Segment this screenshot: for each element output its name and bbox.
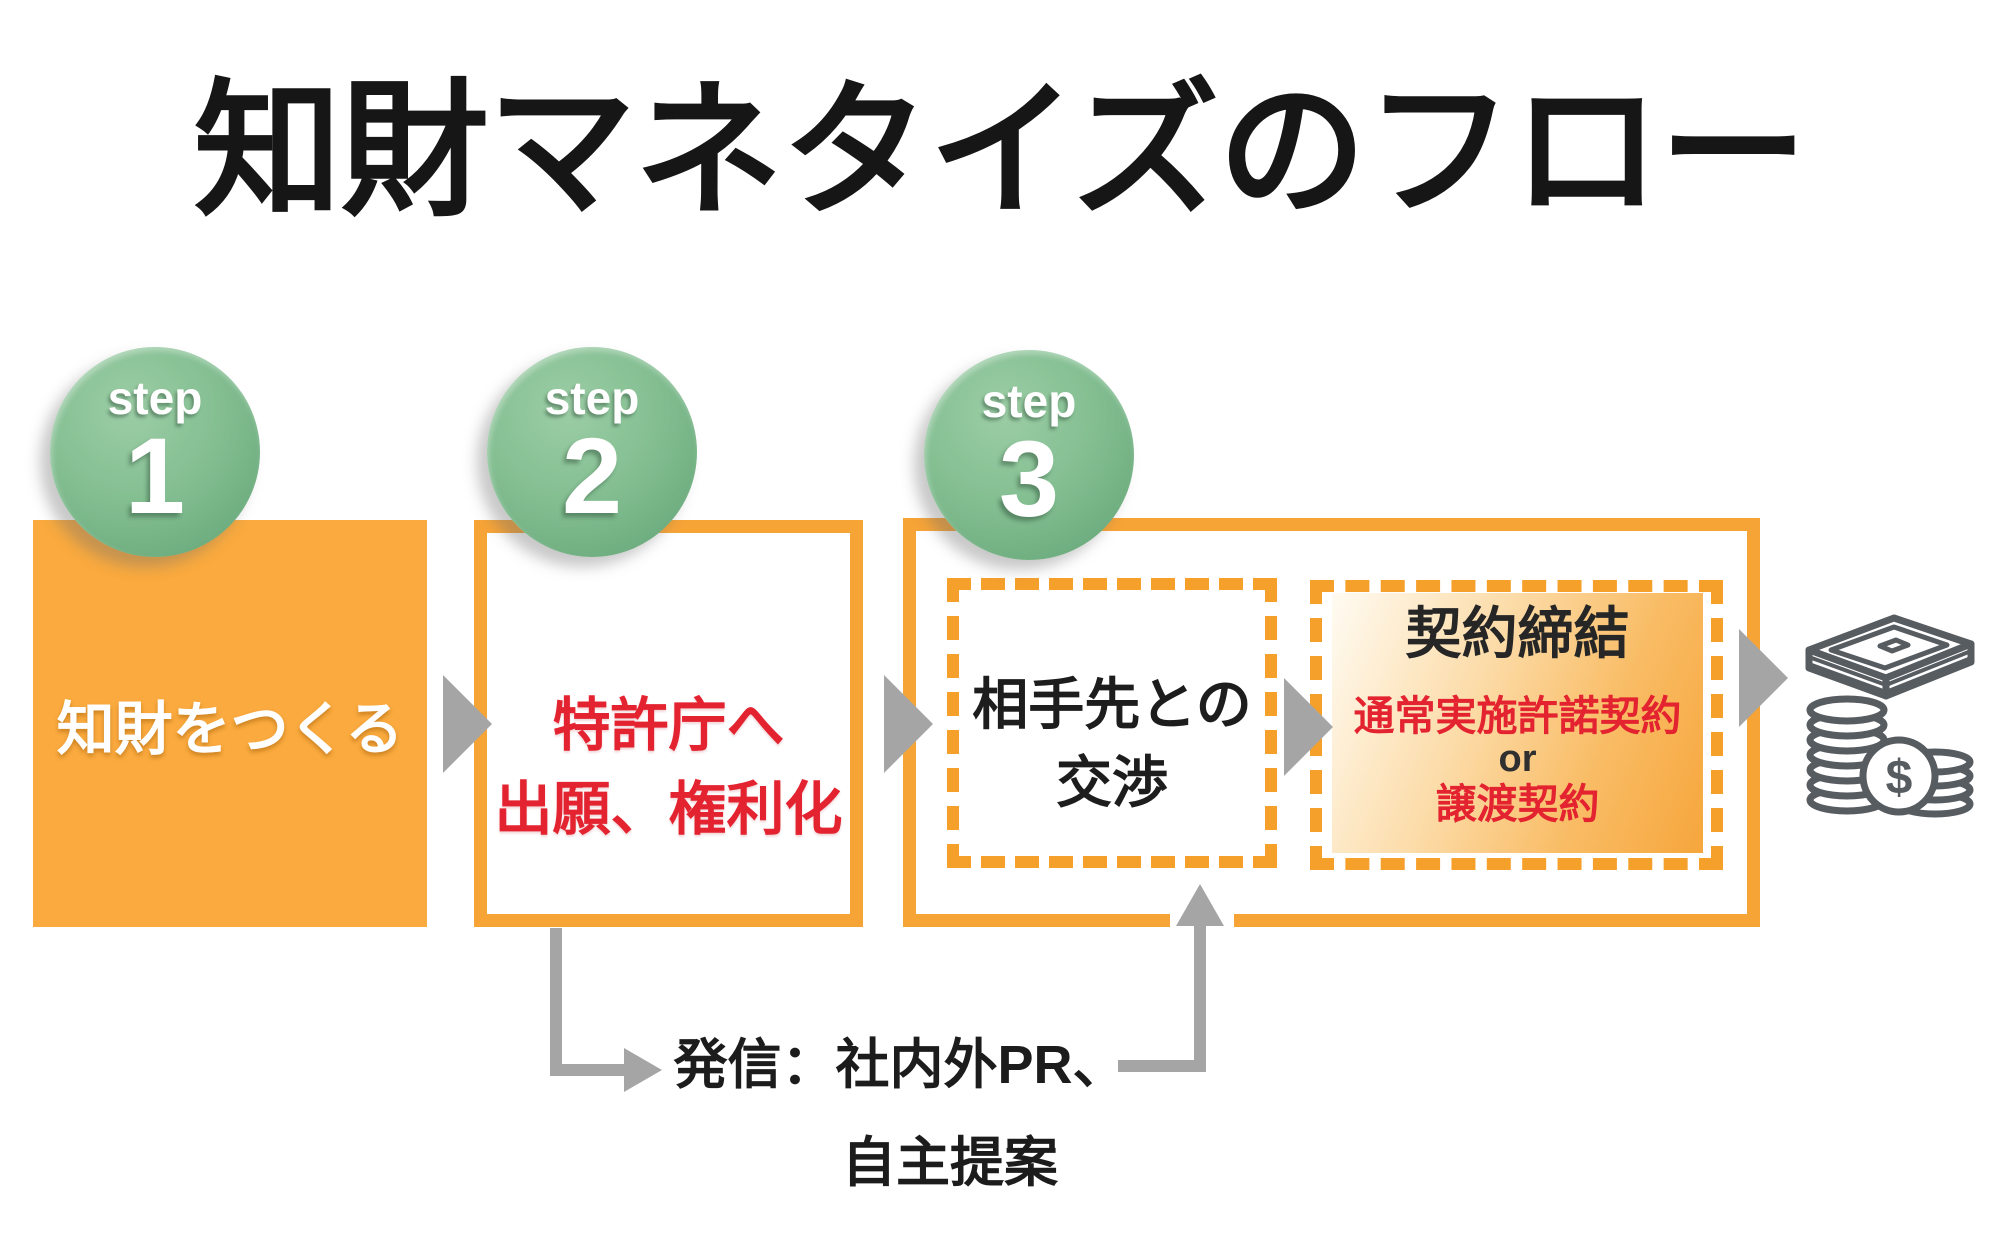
note-text-line1: 発信：社内外PR、 [673,1035,1127,1095]
step-2-badge: step 2 [487,347,697,557]
step-3-box: 相手先との 交渉 契約締結 通常実施許諾契約 or 譲渡契約 [903,518,1760,927]
step-3-badge-number: 3 [998,417,1060,539]
step-1-badge: step 1 [50,347,260,557]
note-connector-left-line [550,1064,624,1076]
svg-text:$: $ [1886,752,1913,805]
contract-box: 契約締結 通常実施許諾契約 or 譲渡契約 [1310,580,1723,870]
note-connector-down-line [550,928,562,1076]
page-title: 知財マネタイズのフロー [193,69,1808,234]
step-3-badge: step 3 [924,350,1134,560]
note-connector-up-line [1194,924,1206,1072]
contract-or-separator: or [1498,738,1537,780]
step-2-box-text-line1: 特許庁へ [552,692,785,758]
step-1-box: 知財をつくる [33,520,427,927]
step-3-badge-label: step [981,374,1077,427]
contract-option-2: 譲渡契約 [1435,781,1600,827]
negotiation-text-line2: 交渉 [1055,751,1168,814]
step-2-box: 特許庁へ 出願、権利化 [474,520,863,927]
step-1-badge-number: 1 [124,414,186,536]
money-stack-icon: $ [1805,614,1975,818]
step-1-badge-label: step [107,371,203,424]
note-text-line2: 自主提案 [842,1133,1058,1193]
negotiation-box: 相手先との 交渉 [947,578,1277,868]
step-1-box-text: 知財をつくる [56,696,404,762]
contract-option-1: 通常実施許諾契約 [1353,693,1682,739]
step-2-badge-label: step [544,371,640,424]
negotiation-text: 相手先との 交渉 [972,666,1251,822]
step-2-box-text: 特許庁へ 出願、権利化 [494,684,842,852]
flow-arrow-4-icon [1739,629,1788,727]
step-2-badge-number: 2 [561,414,623,536]
step-2-box-text-line2: 出願、権利化 [494,776,843,842]
contract-inner-panel: 契約締結 通常実施許諾契約 or 譲渡契約 [1332,593,1703,853]
contract-title: 契約締結 [1405,602,1630,665]
negotiation-text-line1: 相手先との [972,673,1252,736]
note-connector-right-line [1118,1060,1206,1072]
